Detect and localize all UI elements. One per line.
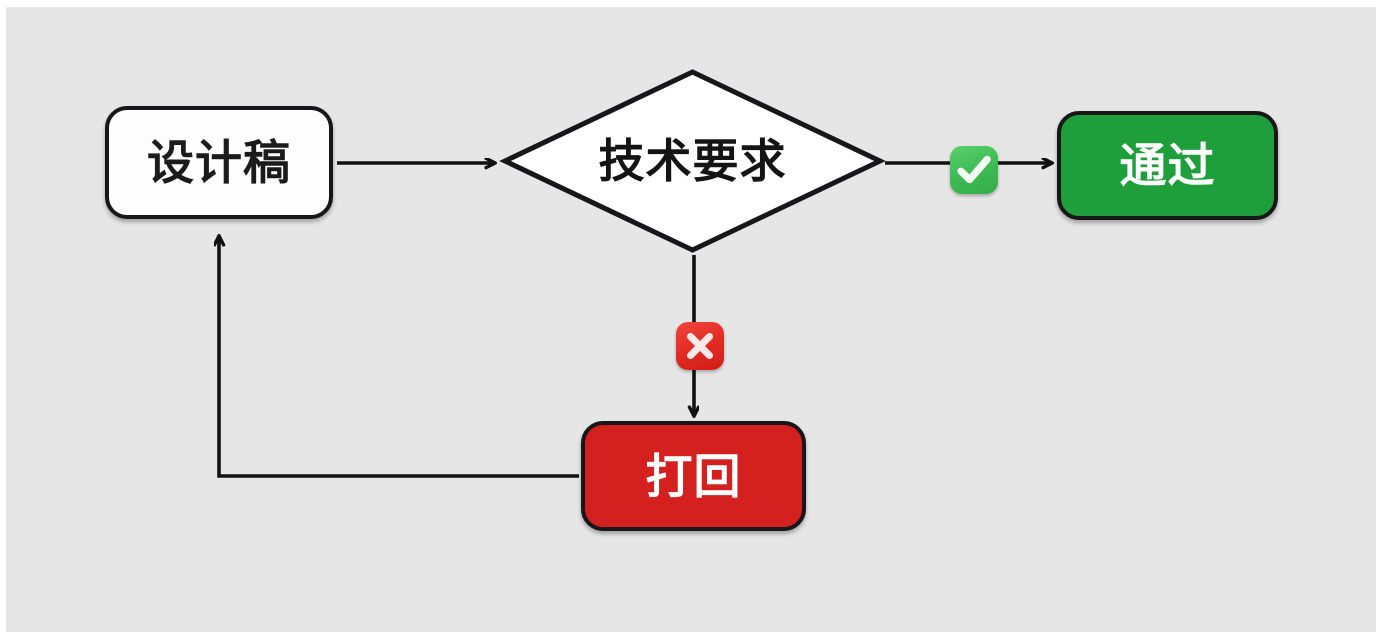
node-design-draft-label: 设计稿 bbox=[147, 136, 291, 189]
diamond-shape-icon bbox=[499, 69, 886, 253]
node-design-draft[interactable]: 设计稿 bbox=[105, 106, 333, 219]
diagram-canvas: 设计稿 技术要求 通过 打回 bbox=[6, 7, 1376, 632]
cross-mark-badge-icon bbox=[676, 322, 724, 370]
check-glyph-icon bbox=[957, 155, 991, 184]
node-decision-label: 技术要求 bbox=[598, 135, 787, 187]
node-pass[interactable]: 通过 bbox=[1057, 111, 1278, 220]
node-decision-technical-requirements[interactable]: 技术要求 bbox=[499, 67, 886, 255]
cross-glyph-icon bbox=[687, 333, 713, 359]
node-reject[interactable]: 打回 bbox=[581, 421, 806, 531]
node-pass-label: 通过 bbox=[1119, 139, 1216, 192]
diagram-stage: 设计稿 技术要求 通过 打回 bbox=[6, 7, 1376, 632]
node-reject-label: 打回 bbox=[645, 449, 742, 503]
check-mark-badge-icon bbox=[950, 146, 998, 194]
edge-reject-to-design bbox=[219, 236, 579, 478]
